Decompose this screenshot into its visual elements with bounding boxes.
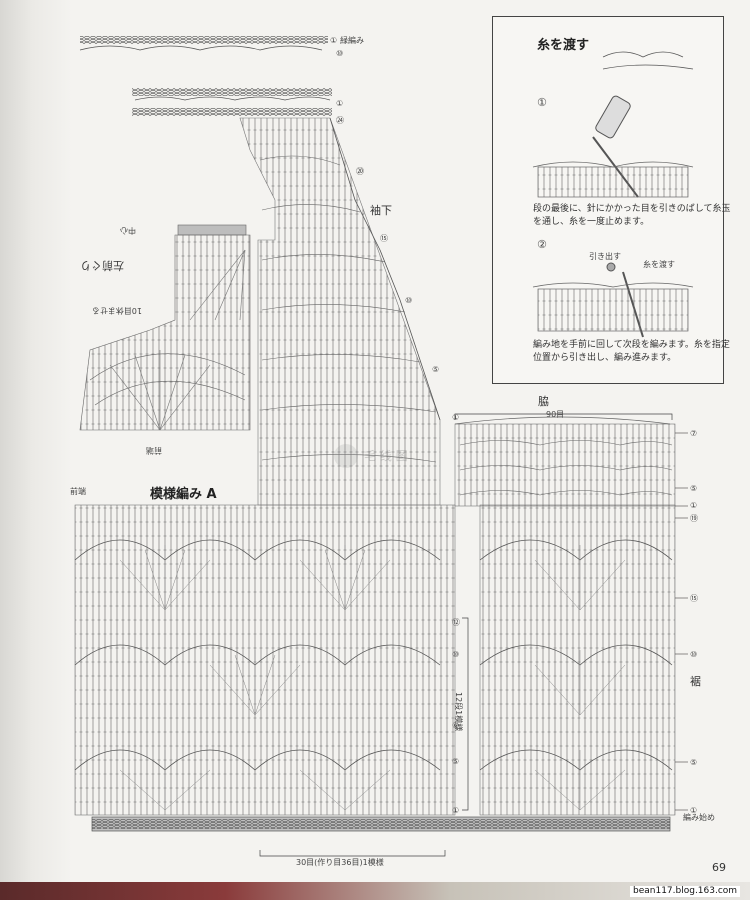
row-leader-arrows [675,432,688,811]
row-marker-mid-6: ⑥ [452,721,460,730]
neck-rail-label: 前端 [146,446,162,455]
edge-knit-label: 緑編み [340,36,364,45]
neck-count-label: 10目休ませる [92,306,142,315]
foundation-chain [91,816,671,832]
row-marker-right-1: ① [690,501,698,510]
page-number: 69 [712,861,726,874]
row-marker-top-1b: ① [336,99,344,108]
repeat-bracket [462,617,469,811]
start-label: 編み始め [683,813,715,822]
neck-fan-chart [79,224,251,431]
row-marker-top-24: ㉔ [336,116,344,125]
row-marker-right-5: ⑤ [690,484,698,493]
pattern-a-title: 模様編み A [150,487,217,502]
row-marker-top-15: ⑮ [380,234,388,243]
inset-illustrations [532,51,694,338]
row-marker-top-10: ⑩ [336,49,344,58]
row-marker-right-7: ⑦ [690,429,698,438]
side-label: 脇 [538,395,549,408]
footer-strip [0,882,750,900]
inset-title: 糸を渡す [537,38,590,53]
step2-number: ② [537,238,547,251]
blog-watermark-stamp: 毛 线 图 [330,440,440,472]
row-marker-right-5b: ⑤ [690,758,698,767]
step1-text: 段の最後に、針にかかった目を引きのばして糸玉を通し、糸を一度止めます。 [533,204,731,227]
row-marker-right-10: ⑩ [690,650,698,659]
row-marker-top-10b: ⑩ [405,296,413,305]
step2-label-b: 糸を渡す [643,260,675,269]
pattern-a-panel-left [74,504,456,816]
bottom-count: 30目(作り目36目)1模様 [296,858,384,867]
left-front-label: 左前ぐり [80,259,124,272]
center-label: 中心 [120,226,136,235]
row-marker-mid-5: ⑤ [452,757,460,766]
watermark-url: bean117.blog.163.com [630,886,741,897]
step2-label-a: 引き出す [589,252,621,261]
step1-number: ① [537,96,547,109]
row-marker-top-5: ⑤ [432,365,440,374]
row-marker-top-20: ⑳ [356,167,364,176]
dimension-bracket [259,850,446,857]
technique-inset: 糸を渡す ① 段の最後に、針にかかった目を引きのばして糸玉を通し、糸を一度止めま… [492,16,730,384]
row-marker-right-19: ⑲ [690,514,698,523]
book-spine-shadow [0,0,72,900]
left-mark-label: 前端 [70,487,86,496]
watermark-stamp-text: 毛 线 图 [364,449,408,463]
side-panel-chart [454,416,676,507]
hem-label: 裾 [690,675,701,688]
row-marker-right-15: ⑮ [690,594,698,603]
step2-text: 編み地を手前に回して次段を編みます。糸を指定位置から引き出し、編み進みます。 [533,340,730,363]
top-border-rows [79,36,332,116]
row-marker-mid-1: ① [452,806,460,815]
side-dimension [454,413,673,420]
side-count: 90目 [546,410,565,419]
sleeve-under-label: 袖下 [370,204,392,217]
row-marker-top-1: ① [330,36,338,45]
row-marker-right-1b: ① [690,806,698,815]
row-marker-top-1c: ① [452,413,460,422]
row-marker-mid-10: ⑩ [452,650,460,659]
pattern-a-panel-right [479,504,676,816]
sleeve-body-mesh [239,117,441,506]
row-marker-mid-12: ⑫ [452,618,460,627]
